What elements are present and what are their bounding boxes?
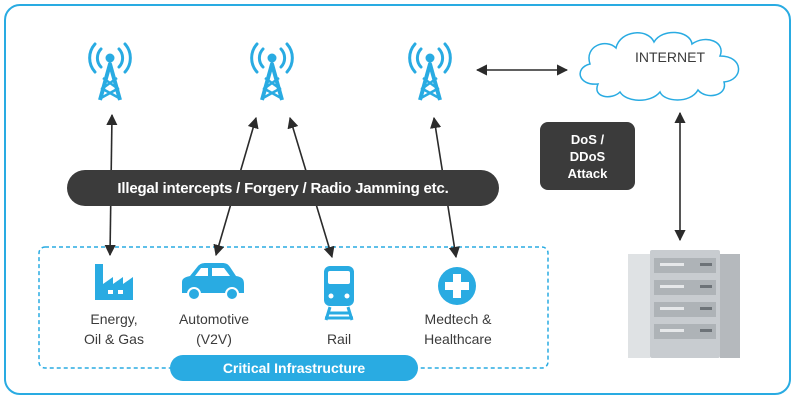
ddos-line: DDoS — [569, 148, 606, 164]
critical-infrastructure-group — [38, 246, 549, 369]
factory-icon — [95, 264, 133, 300]
internet-label: INTERNET — [635, 49, 705, 65]
ddos-line: Attack — [567, 165, 608, 181]
sector-label-automotive: Automotive (V2V) — [178, 311, 250, 347]
outer-frame — [4, 4, 791, 395]
car-icon — [182, 263, 244, 301]
sector-label-rail: Rail — [326, 331, 352, 347]
cell-tower-icon — [407, 42, 453, 102]
critical-infrastructure-label: Critical Infrastructure — [170, 355, 418, 381]
train-icon — [324, 266, 354, 321]
medical-cross-icon — [438, 267, 476, 305]
server-rack-icon — [628, 250, 740, 358]
ddos-line: DoS / — [570, 131, 605, 147]
ddos-attack-box: DoS / DDoS Attack — [540, 122, 635, 190]
cloud-icon — [579, 31, 740, 101]
cell-tower-icon — [249, 42, 295, 102]
threat-banner: Illegal intercepts / Forgery / Radio Jam… — [67, 170, 499, 206]
cell-tower-icon — [87, 42, 133, 102]
sector-label-energy: Energy, Oil & Gas — [84, 311, 144, 347]
sector-label-medtech: Medtech & Healthcare — [424, 311, 492, 347]
